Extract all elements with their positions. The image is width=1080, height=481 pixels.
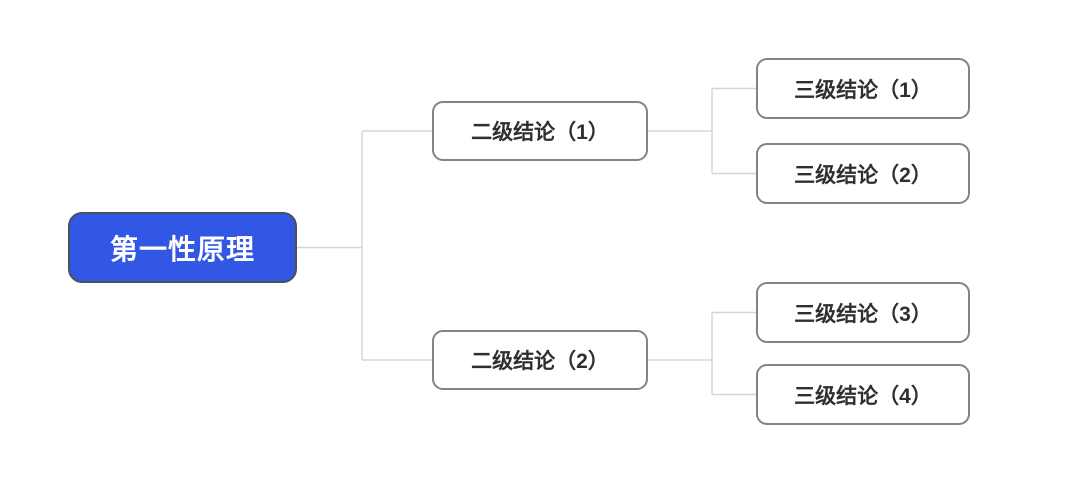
root-node-label: 第一性原理: [109, 233, 255, 265]
mindmap-node-level2-1[interactable]: 二级结论（1）: [432, 101, 648, 161]
mindmap-node-level3-3[interactable]: 三级结论（3）: [756, 282, 970, 343]
level3-node-label: 三级结论（2）: [794, 163, 932, 187]
mindmap-node-level2-2[interactable]: 二级结论（2）: [432, 330, 648, 390]
mindmap-node-root[interactable]: 第一性原理: [68, 212, 297, 283]
level2-node-label: 二级结论（1）: [471, 121, 609, 144]
mindmap-node-level3-4[interactable]: 三级结论（4）: [756, 364, 970, 425]
level3-node-label: 三级结论（4）: [794, 384, 932, 408]
level3-node-label: 三级结论（3）: [794, 302, 932, 326]
level3-node-label: 三级结论（1）: [794, 78, 932, 102]
mindmap-node-level3-2[interactable]: 三级结论（2）: [756, 143, 970, 204]
mindmap-node-level3-1[interactable]: 三级结论（1）: [756, 58, 970, 119]
level2-node-label: 二级结论（2）: [471, 350, 609, 373]
